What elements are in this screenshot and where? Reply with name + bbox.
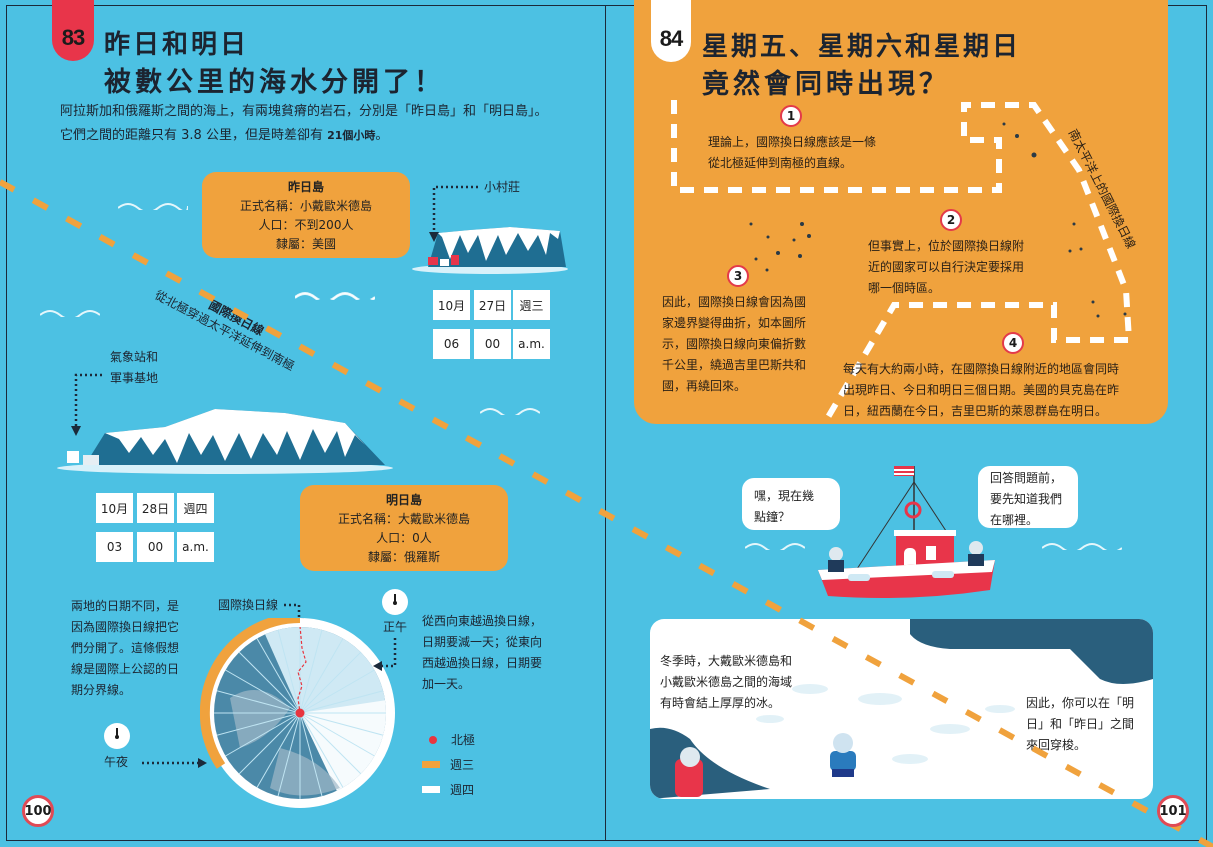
page-title-line1: 星期五、星期六和星期日 xyxy=(702,32,1022,62)
page-title-line2: 竟然會同時出現？ xyxy=(702,69,950,100)
yesterday-day: 27日 xyxy=(474,290,511,320)
diagram-dateline-label: 國際換日線 xyxy=(218,598,279,612)
frozen-sea-panel: 冬季時，大戴歐米德島和 小戴歐米德島之間的海域 有時會結上厚厚的冰。 因此，你可… xyxy=(650,619,1153,799)
white-swatch-icon xyxy=(422,786,440,793)
wave-icon xyxy=(40,310,100,317)
step-4-badge: 4 xyxy=(1002,332,1024,354)
step-1-badge: 1 xyxy=(780,105,802,127)
yesterday-hour: 06 xyxy=(433,329,470,359)
yesterday-ampm: a.m. xyxy=(513,329,550,359)
step-2-badge: 2 xyxy=(940,209,962,231)
step-4-text: 每天有大約兩小時，在國際換日線附近的地區會同時 出現昨日、今日和明日三個日期。美… xyxy=(843,362,1120,418)
weather-station-label-1: 氣象站和 xyxy=(110,350,159,364)
fishing-boat-illustration xyxy=(818,466,995,598)
legend-item-north-pole: 北極 xyxy=(425,731,475,748)
page-number-right: 101 xyxy=(1157,795,1189,827)
tomorrow-minute: 00 xyxy=(137,532,174,562)
dotted-pointer-arrow xyxy=(142,758,207,768)
noon-label: 正午 xyxy=(383,620,408,634)
tomorrow-island-info: 明日島 正式名稱：大戴歐米德島 人口：0人 隸屬：俄羅斯 xyxy=(300,485,508,571)
section-number-badge: 83 xyxy=(52,0,94,61)
wave-icon xyxy=(1042,543,1122,550)
section-number-badge: 84 xyxy=(651,0,691,62)
tomorrow-weekday: 週四 xyxy=(177,493,214,523)
little-diomede-island-illustration xyxy=(412,227,568,274)
red-dot-icon xyxy=(429,735,437,744)
yesterday-island-info: 昨日島 正式名稱：小戴歐米德島 人口：不到200人 隸屬：美國 xyxy=(202,172,410,258)
step-2-text: 但事實上，位於國際換日線附 近的國家可以自行決定要採用 哪一個時區。 xyxy=(868,239,1025,295)
ice-text-right: 因此，你可以在「明 日」和「昨日」之間 來回穿梭。 xyxy=(1026,696,1135,752)
tomorrow-ampm: a.m. xyxy=(177,532,214,562)
wave-icon xyxy=(480,408,540,415)
step-3-badge: 3 xyxy=(727,265,749,287)
dotted-pointer-arrow xyxy=(373,638,397,671)
village-label: 小村莊 xyxy=(484,180,521,194)
tomorrow-month: 10月 xyxy=(96,493,133,523)
step-1-text: 理論上，國際換日線應該是一條 從北極延伸到南極的直線。 xyxy=(708,135,877,170)
yesterday-weekday: 週三 xyxy=(513,290,550,320)
wave-icon xyxy=(745,543,805,550)
page-number-left: 100 xyxy=(22,795,54,827)
tomorrow-day: 28日 xyxy=(137,493,174,523)
midnight-label: 午夜 xyxy=(104,755,129,769)
step-3-text: 因此，國際換日線會因為國 家邊界變得曲折，如本圖所 示，國際換日線向東偏折數 千… xyxy=(662,295,807,393)
ice-text-left: 冬季時，大戴歐米德島和 小戴歐米德島之間的海域 有時會結上厚厚的冰。 xyxy=(660,654,793,710)
legend-item-wednesday: 週三 xyxy=(422,756,474,773)
page-title-line1: 昨日和明日 xyxy=(104,30,250,60)
diagram-explanation-right: 從西向東越過換日線， 日期要減一天；從東向 西越過換日線，日期要 加一天。 xyxy=(422,614,543,691)
page-title-line2: 被數公里的海水分開了！ xyxy=(104,67,445,98)
wave-icon xyxy=(295,293,375,300)
orange-swatch-icon xyxy=(422,761,440,768)
big-diomede-island-illustration xyxy=(57,409,393,474)
noon-clock-icon xyxy=(382,589,408,615)
yesterday-minute: 00 xyxy=(474,329,511,359)
wave-icon xyxy=(118,203,188,210)
intro-paragraph: 阿拉斯加和俄羅斯之間的海上，有兩塊貧瘠的岩石，分別是「昨日島」和「明日島」。它們… xyxy=(60,104,548,143)
diagram-explanation-left: 兩地的日期不同，是 因為國際換日線把它 們分開了。這條假想 線是國際上公認的日 … xyxy=(71,599,180,697)
tomorrow-hour: 03 xyxy=(96,532,133,562)
legend-item-thursday: 週四 xyxy=(422,781,474,798)
highlight-hours: 21個小時 xyxy=(327,129,376,142)
weather-station-label-2: 軍事基地 xyxy=(110,371,159,385)
midnight-clock-icon xyxy=(104,723,130,749)
yesterday-month: 10月 xyxy=(433,290,470,320)
